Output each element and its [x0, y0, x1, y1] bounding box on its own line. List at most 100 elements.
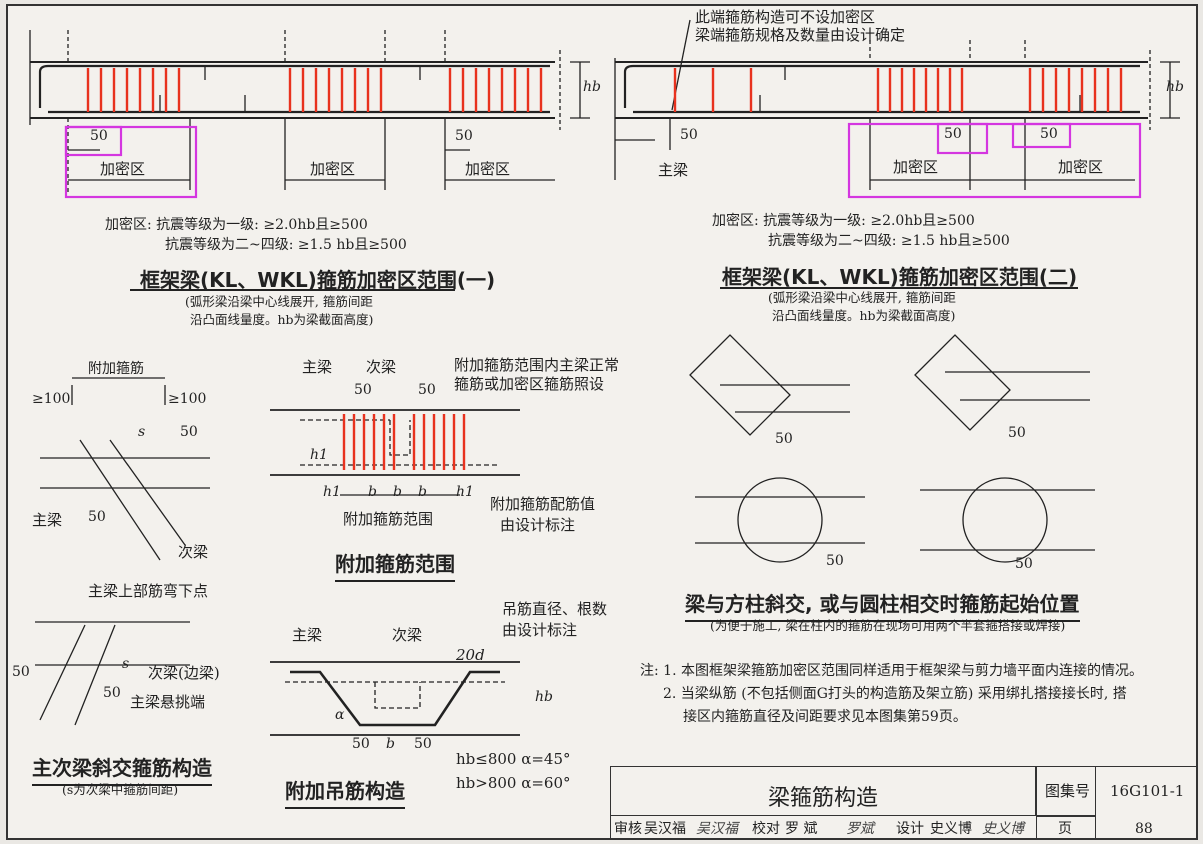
page-label-cell — [1036, 816, 1096, 840]
dim-50: 50 — [680, 127, 698, 143]
condition-1: hb≤800 α=45° — [456, 750, 571, 768]
checker-signature: 罗斌 — [846, 821, 874, 837]
dim-50: 50 — [1008, 425, 1026, 441]
secondary-skew-diagram — [35, 621, 190, 726]
d20-label: 20d — [456, 646, 485, 664]
dim-50: 50 — [414, 736, 432, 752]
h1-label: h1 — [310, 447, 328, 463]
zone-note-1: 加密区: 抗震等级为一级: ≥2.0hb且≥500 — [105, 217, 368, 233]
main-beam-label: 主梁 — [658, 161, 689, 179]
subtitle-secondary-skew: (s为次梁中箍筋间距) — [62, 782, 179, 797]
atlas-label-cell — [1036, 766, 1096, 816]
b-label: b — [418, 484, 427, 500]
secondary-beam-label: 次梁 — [392, 626, 423, 644]
cantilever-label: 主梁悬挑端 — [130, 693, 206, 711]
dim-50: 50 — [12, 664, 30, 680]
drawing-sheet — [6, 4, 1198, 840]
dim-50: 50 — [775, 431, 793, 447]
reviewer-signature: 吴汉福 — [696, 821, 738, 837]
hanger-note-1: 吊筋直径、根数 — [502, 600, 608, 618]
skew-beam-diagram — [40, 377, 210, 561]
zone-note-1: 加密区: 抗震等级为一级: ≥2.0hb且≥500 — [712, 213, 975, 229]
b-label: b — [393, 484, 402, 500]
title-oblique: 梁与方柱斜交, 或与圆柱相交时箍筋起始位置 — [685, 588, 1080, 622]
bend-point-label: 主梁上部筋弯下点 — [88, 582, 209, 600]
review-label: 审核 — [614, 821, 642, 837]
range-note-1: 附加箍筋范围内主梁正常 — [454, 356, 620, 374]
note-3: 接区内箍筋直径及间距要求见本图集第59页。 — [683, 709, 967, 725]
check-label: 校对 — [752, 821, 780, 837]
beam-one — [29, 30, 590, 195]
highlight-boxes — [64, 122, 1142, 199]
hanger-bar-diagram — [270, 661, 520, 736]
zone-label: 加密区 — [310, 160, 356, 178]
hb-label: hb — [535, 689, 553, 705]
dim-50: 50 — [1015, 556, 1033, 572]
title-two: 框架梁(KL、WKL)箍筋加密区范围(二) — [722, 265, 1078, 289]
hb-label: hb — [1166, 79, 1184, 95]
main-beam-label: 主梁 — [302, 358, 333, 376]
page-label: 页 — [1058, 821, 1072, 837]
b-label: b — [386, 736, 395, 752]
zone-label: 加密区 — [465, 160, 511, 178]
h1-label: h1 — [323, 484, 341, 500]
dim-50: 50 — [944, 126, 962, 142]
spacing-s: s — [122, 656, 130, 672]
subtitle-one: (弧形梁沿梁中心线展开, 箍筋间距 — [185, 294, 373, 309]
dim-50: 50 — [1040, 126, 1058, 142]
title-hanger: 附加吊筋构造 — [285, 775, 405, 809]
extra-stirrup-label: 附加箍筋 — [88, 361, 144, 377]
dim-50: 50 — [88, 509, 106, 525]
h1-label: h1 — [456, 484, 474, 500]
hanger-note-2: 由设计标注 — [502, 621, 578, 639]
dim-ge100: ≥100 — [168, 391, 207, 407]
drawing-title: 梁箍筋构造 — [768, 786, 879, 811]
page-number: 88 — [1135, 821, 1153, 837]
subtitle-one: 沿凸面线量度。hb为梁截面高度) — [190, 312, 374, 327]
spacing-s: s — [138, 424, 146, 440]
dim-50: 50 — [418, 382, 436, 398]
main-beam-label: 主梁 — [292, 626, 323, 644]
title-extra-range: 附加箍筋范围 — [335, 548, 455, 582]
zone-label: 加密区 — [893, 158, 939, 176]
zone-note-2: 抗震等级为二~四级: ≥1.5 hb且≥500 — [768, 233, 1010, 249]
dim-50: 50 — [455, 128, 473, 144]
dim-50: 50 — [354, 382, 372, 398]
beam-two — [614, 19, 1180, 190]
reviewer-name: 吴汉福 — [644, 821, 686, 837]
callout-1: 此端箍筋构造可不设加密区 — [695, 8, 876, 26]
subtitle-two: (弧形梁沿梁中心线展开, 箍筋间距 — [768, 290, 956, 305]
dim-50: 50 — [180, 424, 198, 440]
hb-label: hb — [583, 79, 601, 95]
edge-beam-label: 次梁(边梁) — [148, 664, 220, 682]
atlas-number: 16G101-1 — [1110, 782, 1185, 800]
red-stirrups — [86, 68, 1123, 470]
title-one: 框架梁(KL、WKL)箍筋加密区范围(一) — [140, 268, 496, 292]
title-cell — [610, 766, 1036, 816]
checker-name: 罗 斌 — [785, 821, 818, 837]
note-2: 2. 当梁纵筋 (不包括侧面G打头的构造筋及架立筋) 采用绑扎搭接接长时, 搭 — [663, 686, 1127, 702]
zone-label: 加密区 — [100, 160, 146, 178]
dim-ge100: ≥100 — [32, 391, 71, 407]
dim-50: 50 — [103, 685, 121, 701]
range-label: 附加箍筋范围 — [343, 510, 434, 528]
dim-50: 50 — [826, 553, 844, 569]
oblique-column-diagrams — [689, 334, 1095, 563]
b-label: b — [368, 484, 377, 500]
value-note-2: 由设计标注 — [500, 516, 576, 534]
value-note-1: 附加箍筋配筋值 — [490, 495, 596, 513]
zone-label: 加密区 — [1058, 158, 1104, 176]
dim-50: 50 — [90, 128, 108, 144]
subtitle-oblique: (为便于施工, 梁在柱内的箍筋在现场可用两个半套箍搭接或焊接) — [710, 618, 1066, 633]
note-1: 注: 1. 本图框架梁箍筋加密区范围同样适用于框架梁与剪力墙平面内连接的情况。 — [640, 663, 1143, 679]
zone-note-2: 抗震等级为二~四级: ≥1.5 hb且≥500 — [165, 237, 407, 253]
secondary-beam-label: 次梁 — [178, 543, 209, 561]
callout-2: 梁端箍筋规格及数量由设计确定 — [695, 26, 906, 44]
designer-name: 史义博 — [930, 821, 972, 837]
main-beam-label: 主梁 — [32, 511, 63, 529]
secondary-beam-label: 次梁 — [366, 358, 397, 376]
subtitle-two: 沿凸面线量度。hb为梁截面高度) — [772, 308, 956, 323]
designer-signature: 史义博 — [982, 821, 1024, 837]
design-label: 设计 — [896, 821, 924, 837]
